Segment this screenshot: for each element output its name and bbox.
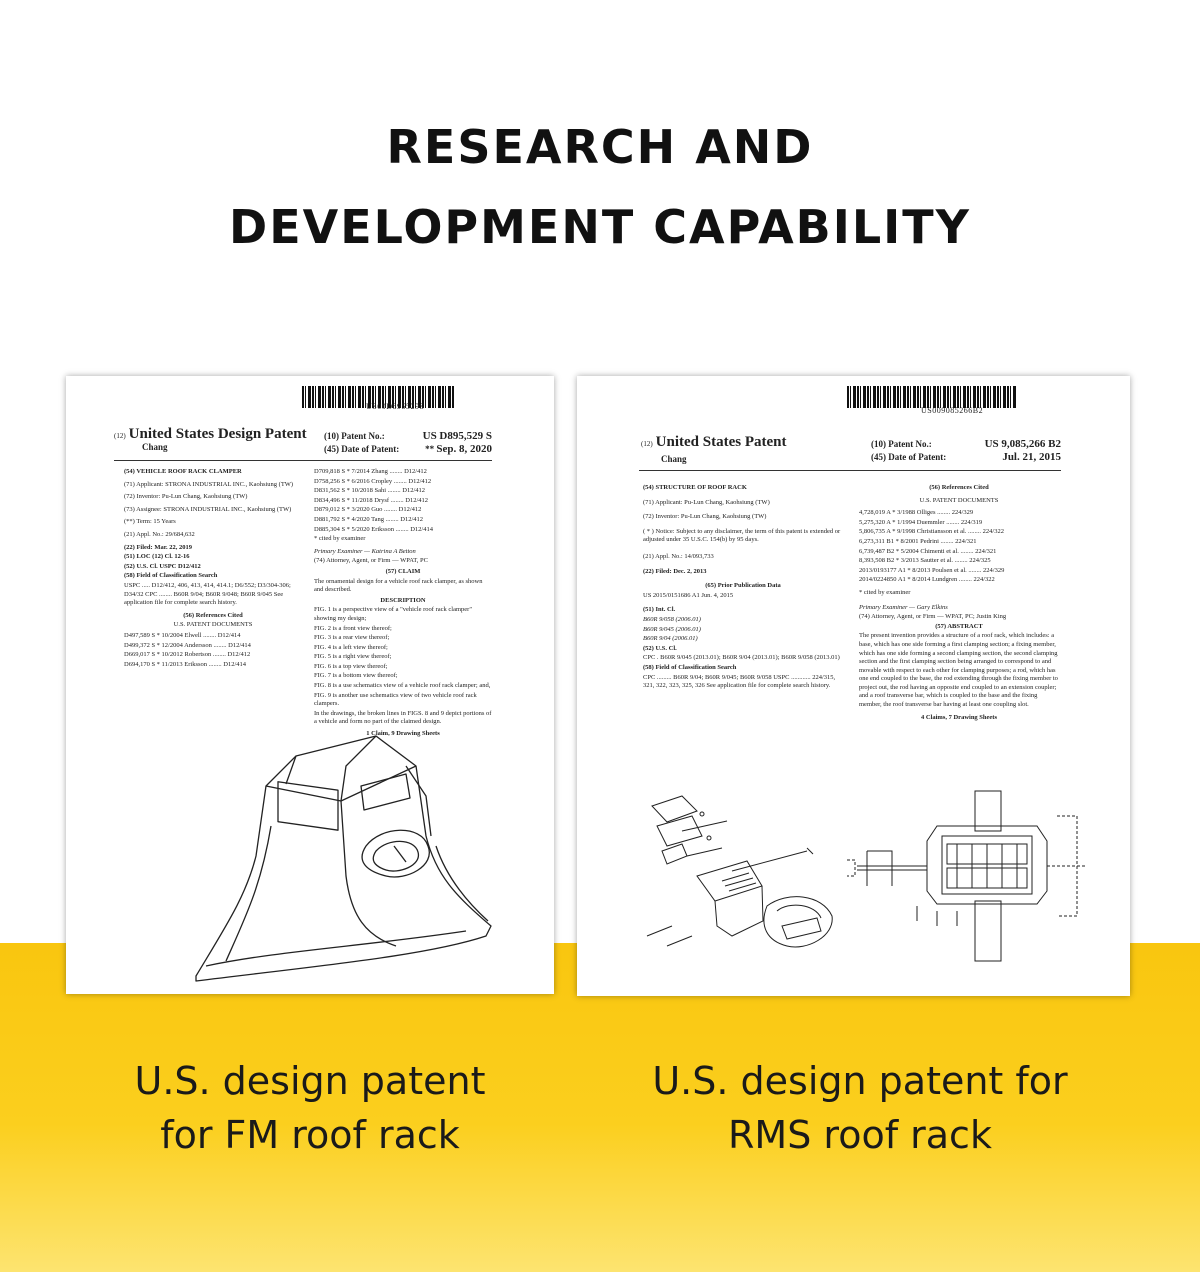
barcode bbox=[847, 386, 1017, 408]
barcode bbox=[302, 386, 454, 408]
barcode-number: US00D895529S bbox=[366, 402, 425, 411]
inventor-surname: Chang bbox=[142, 442, 168, 452]
patent-number-block: (10) Patent No.:US 9,085,266 B2 (45) Dat… bbox=[871, 438, 1061, 463]
caption-rms-roof-rack: U.S. design patent for RMS roof rack bbox=[652, 1059, 1068, 1157]
yellow-band bbox=[0, 943, 1200, 1272]
roof-rack-exploded-drawing bbox=[646, 795, 833, 948]
header-rule bbox=[114, 460, 492, 461]
patent-number-block: (10) Patent No.:US D895,529 S (45) Date … bbox=[324, 430, 492, 455]
caption-fm-roof-rack: U.S. design patent for FM roof rack bbox=[134, 1059, 486, 1157]
biblio-column-left: (54) STRUCTURE OF ROOF RACK (71) Applica… bbox=[643, 484, 841, 690]
roof-rack-clamper-drawing bbox=[195, 735, 492, 982]
heading-line-1: RESEARCH AND bbox=[386, 120, 814, 174]
inventor-surname: Chang bbox=[661, 454, 687, 464]
patent-doc-type: (12)United States Patent bbox=[641, 434, 787, 450]
header-rule bbox=[639, 470, 1061, 471]
biblio-column-right: D709,818 S * 7/2014 Zhang ........ D12/4… bbox=[314, 468, 492, 738]
heading-line-2: DEVELOPMENT CAPABILITY bbox=[229, 200, 971, 254]
biblio-column-right: (56) References Cited U.S. PATENT DOCUME… bbox=[859, 484, 1058, 721]
utility-patent-sheet-rms: US009085266B2 (12)United States Patent C… bbox=[577, 376, 1130, 996]
barcode-number: US009085266B2 bbox=[921, 406, 984, 415]
design-patent-sheet-fm: US00D895529S (12)United States Design Pa… bbox=[66, 376, 554, 994]
biblio-column-left: (54) VEHICLE ROOF RACK CLAMPER (71) Appl… bbox=[124, 468, 294, 668]
roof-rack-assembly-drawing bbox=[847, 790, 1087, 962]
patent-doc-type: (12)United States Design Patent bbox=[114, 426, 307, 442]
